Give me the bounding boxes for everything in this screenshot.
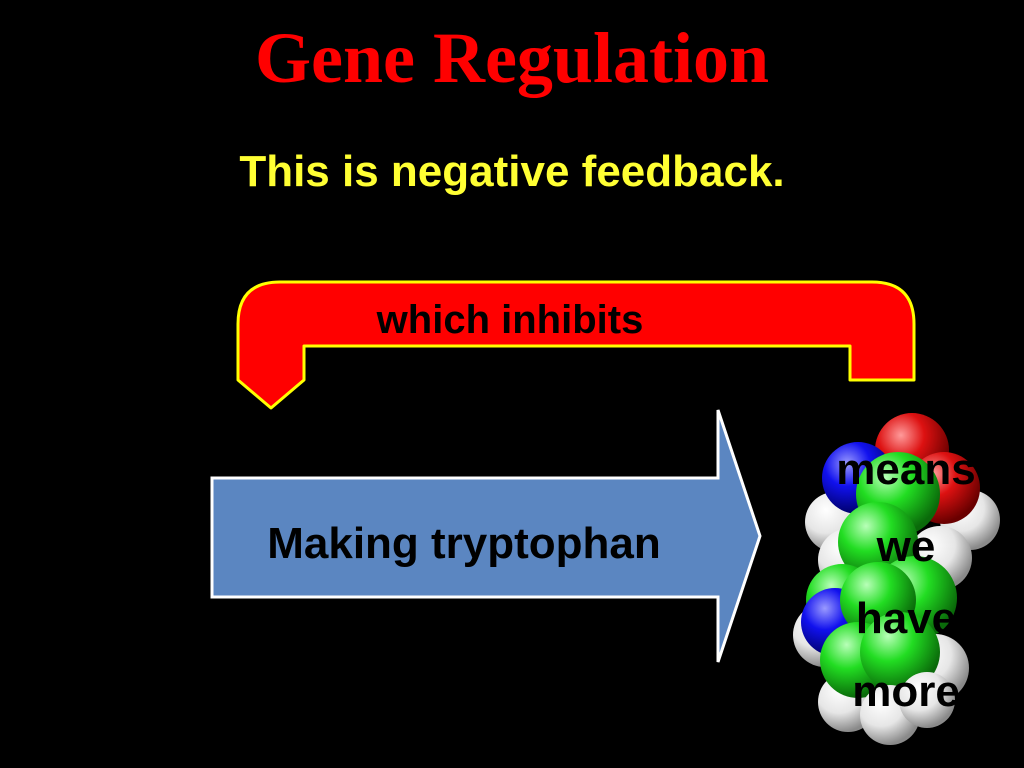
molecule-word-have: have — [855, 594, 957, 643]
loop-label: which inhibits — [376, 298, 644, 342]
molecule-word-more: more — [852, 667, 960, 716]
feedback-loop-arrow — [236, 280, 916, 410]
tryptophan-molecule-icon — [793, 413, 1000, 745]
molecule-word-we: we — [876, 522, 936, 571]
molecule-word-means: means — [836, 445, 976, 494]
arrow-label: Making tryptophan — [267, 519, 661, 568]
subtitle: This is negative feedback. — [239, 147, 785, 196]
process-arrow — [210, 409, 762, 663]
page-title: Gene Regulation — [255, 18, 769, 98]
